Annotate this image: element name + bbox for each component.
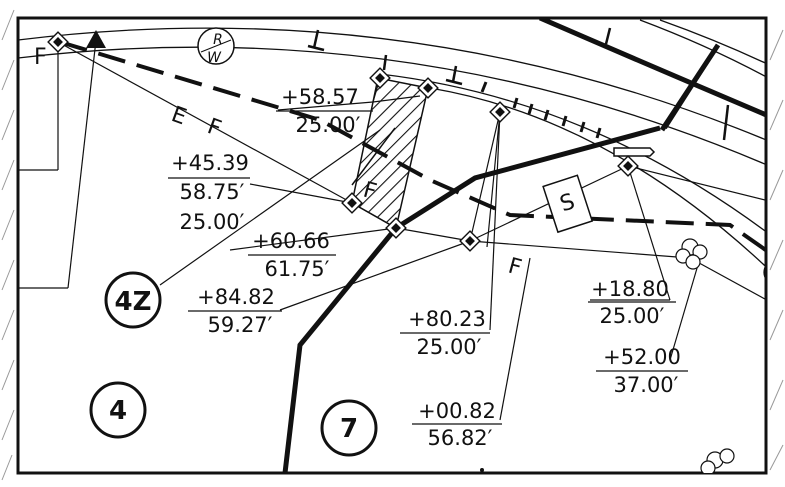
svg-text:7: 7 <box>340 414 358 444</box>
svg-text:+52.00: +52.00 <box>603 345 681 369</box>
tree-icon <box>675 238 708 270</box>
fence-marker: F <box>360 178 379 205</box>
fence-marker: F <box>204 114 224 142</box>
svg-text:59.27′: 59.27′ <box>208 313 273 337</box>
easement-dashed-line <box>59 40 766 253</box>
station-label-7: +18.80 25.00′ <box>588 277 676 328</box>
fence-marker: F <box>34 45 47 70</box>
parcel-arrow <box>351 127 396 186</box>
property-lines <box>18 39 766 301</box>
svg-text:+00.82: +00.82 <box>418 399 496 423</box>
svg-text:+18.80: +18.80 <box>591 277 669 301</box>
svg-text:+60.66: +60.66 <box>252 229 330 253</box>
station-label-6: +00.82 56.82′ <box>412 399 502 450</box>
station-label-2: +45.39 58.75′ 25.00′ <box>168 151 250 234</box>
heavy-lot-line-end <box>659 43 721 132</box>
svg-text:25.00′: 25.00′ <box>180 210 245 234</box>
survey-point-marker <box>341 192 363 214</box>
right-border-hatching <box>769 29 784 471</box>
svg-text:58.75′: 58.75′ <box>180 180 245 204</box>
lot-circle-4z: 4Z <box>104 271 162 329</box>
survey-point-marker <box>459 230 481 252</box>
svg-text:25.00′: 25.00′ <box>296 113 361 137</box>
survey-point-marker <box>369 67 391 89</box>
survey-point-marker <box>489 101 511 123</box>
rw-marker-bottom: W <box>207 50 222 66</box>
svg-text:37.00′: 37.00′ <box>614 373 679 397</box>
survey-points <box>47 31 639 252</box>
lot-circle-7: 7 <box>320 399 378 457</box>
station-label-4: +84.82 59.27′ <box>188 285 282 337</box>
lot-circle-4: 4 <box>89 381 147 439</box>
survey-point-marker <box>47 31 69 53</box>
curb-lines <box>539 18 766 118</box>
survey-point-marker <box>417 77 439 99</box>
rw-marker-top: R <box>213 32 223 48</box>
left-border-hatching <box>1 9 15 481</box>
svg-text:61.75′: 61.75′ <box>265 257 330 281</box>
svg-text:+84.82: +84.82 <box>197 285 275 309</box>
station-label-1: +58.57 25.00′ <box>276 85 373 137</box>
station-label-8: +52.00 37.00′ <box>596 345 688 397</box>
svg-text:+80.23: +80.23 <box>408 307 486 331</box>
hatch-ticks <box>480 81 602 139</box>
tree-icon-bottom <box>700 448 735 473</box>
svg-text:+45.39: +45.39 <box>171 151 249 175</box>
arc-edge-right <box>763 264 766 281</box>
station-label-3: +60.66 61.75′ <box>248 229 336 281</box>
svg-text:25.00′: 25.00′ <box>600 304 665 328</box>
easement-marker: E <box>168 102 190 130</box>
hatched-parcel <box>351 77 429 230</box>
station-label-5: +80.23 25.00′ <box>400 307 490 359</box>
hydrant-icon <box>613 147 656 157</box>
svg-text:4Z: 4Z <box>115 287 152 317</box>
road-ticks <box>307 27 730 141</box>
control-point-triangle-icon <box>86 30 106 48</box>
svg-text:+58.57: +58.57 <box>281 85 359 109</box>
small-dot <box>480 468 484 472</box>
fence-marker: F <box>505 254 524 281</box>
svg-text:56.82′: 56.82′ <box>428 426 493 450</box>
road-arcs <box>18 19 766 268</box>
drawing-frame <box>16 16 768 475</box>
sewer-box-symbol: S <box>542 174 594 234</box>
survey-point-marker <box>617 155 639 177</box>
svg-text:25.00′: 25.00′ <box>417 335 482 359</box>
svg-text:4: 4 <box>109 396 127 426</box>
survey-point-marker <box>385 217 407 239</box>
